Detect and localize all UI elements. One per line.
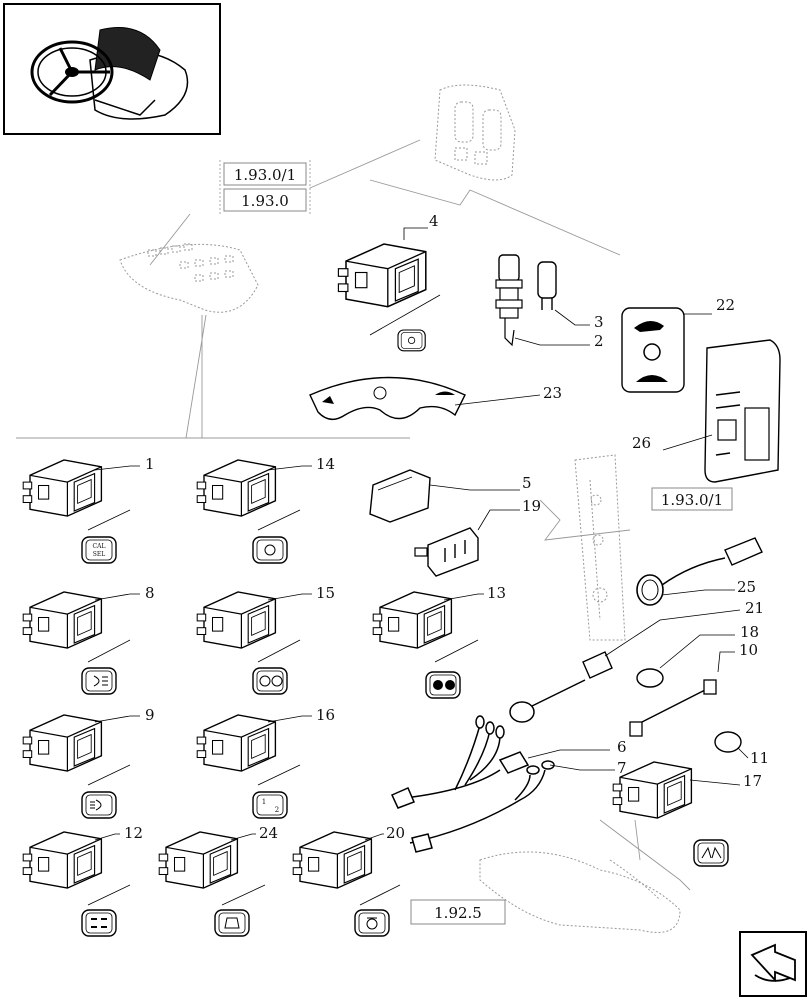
switch-item-14[interactable] bbox=[196, 459, 277, 517]
switch-item-4[interactable] bbox=[337, 243, 427, 308]
svg-text:1.92.5: 1.92.5 bbox=[434, 904, 482, 922]
ghost-panel-left bbox=[119, 243, 259, 313]
decal-item-14[interactable] bbox=[252, 536, 288, 564]
svg-text:CAL: CAL bbox=[93, 543, 106, 550]
thumbnail-frame bbox=[3, 3, 221, 135]
svg-text:1.93.0: 1.93.0 bbox=[241, 192, 289, 210]
decal-item-20[interactable] bbox=[354, 909, 390, 937]
callout-9: 9 bbox=[145, 706, 155, 724]
switch-item-12[interactable] bbox=[22, 831, 103, 889]
ref-box-right[interactable]: 1.93.0/1 bbox=[651, 487, 733, 511]
callout-21: 21 bbox=[745, 599, 764, 617]
steering-wheel-cab-icon bbox=[30, 27, 189, 120]
plug-item-11[interactable] bbox=[714, 731, 742, 753]
cover-item-5[interactable] bbox=[369, 469, 431, 523]
bulb-holder-item-3[interactable] bbox=[537, 261, 557, 310]
decal-item-8[interactable] bbox=[81, 667, 117, 695]
callout-19: 19 bbox=[522, 497, 541, 515]
callout-25: 25 bbox=[737, 578, 756, 596]
callout-7: 7 bbox=[617, 759, 627, 777]
symbol-plate-item-22[interactable] bbox=[621, 307, 685, 393]
svg-text:1.93.0/1: 1.93.0/1 bbox=[234, 166, 296, 184]
svg-text:SEL: SEL bbox=[93, 551, 105, 558]
ghost-pillar-right bbox=[574, 454, 626, 641]
callout-20: 20 bbox=[386, 824, 405, 842]
callout-13: 13 bbox=[487, 584, 506, 602]
callout-17: 17 bbox=[743, 772, 762, 790]
callout-15: 15 bbox=[316, 584, 335, 602]
next-page-arrow-icon[interactable] bbox=[739, 931, 807, 997]
decal-item-13[interactable] bbox=[425, 671, 461, 699]
callout-2: 2 bbox=[594, 332, 604, 350]
decal-item-15[interactable] bbox=[252, 667, 288, 695]
switch-item-1[interactable] bbox=[22, 459, 103, 517]
ref-box-bottom[interactable]: 1.92.5 bbox=[410, 899, 506, 925]
ghost-console-bottom bbox=[479, 851, 681, 933]
wire-item-10[interactable] bbox=[629, 679, 717, 737]
callout-16: 16 bbox=[316, 706, 335, 724]
switch-item-20[interactable] bbox=[292, 831, 373, 889]
callout-6: 6 bbox=[617, 738, 627, 756]
decal-item-16[interactable]: 1 2 bbox=[252, 791, 288, 819]
ref-box-top-a[interactable]: 1.93.0/1 bbox=[223, 162, 307, 186]
switch-item-13[interactable] bbox=[372, 591, 453, 649]
harness-item-6[interactable] bbox=[390, 715, 530, 809]
harness-item-21[interactable] bbox=[509, 651, 613, 723]
switch-item-24[interactable] bbox=[158, 831, 239, 889]
callout-1: 1 bbox=[145, 455, 155, 473]
lighter-item-25[interactable] bbox=[636, 537, 763, 606]
ghost-console-top bbox=[434, 84, 516, 181]
blank-plug-item-19[interactable] bbox=[414, 527, 479, 577]
callout-26: 26 bbox=[632, 434, 651, 452]
callout-14: 14 bbox=[316, 455, 335, 473]
leader-lines-grey bbox=[16, 139, 691, 891]
bezel-item-23[interactable] bbox=[309, 376, 466, 420]
decal-item-9[interactable] bbox=[81, 791, 117, 819]
callout-23: 23 bbox=[543, 384, 562, 402]
decal-item-4[interactable] bbox=[397, 329, 426, 352]
decal-item-1[interactable]: CAL SEL bbox=[81, 536, 117, 564]
svg-text:2: 2 bbox=[275, 806, 279, 814]
callout-4: 4 bbox=[429, 212, 439, 230]
callout-18: 18 bbox=[740, 623, 759, 641]
ignition-connector-item-2[interactable] bbox=[495, 254, 523, 347]
ref-box-top-b[interactable]: 1.93.0 bbox=[223, 188, 307, 212]
callout-22: 22 bbox=[716, 296, 735, 314]
switch-item-8[interactable] bbox=[22, 591, 103, 649]
harness-item-7[interactable] bbox=[409, 760, 555, 853]
decal-item-17[interactable] bbox=[693, 839, 729, 867]
callout-5: 5 bbox=[522, 474, 532, 492]
callout-10: 10 bbox=[739, 641, 758, 659]
callout-11: 11 bbox=[750, 749, 769, 767]
callout-24: 24 bbox=[259, 824, 278, 842]
callout-12: 12 bbox=[124, 824, 143, 842]
callout-3: 3 bbox=[594, 313, 604, 331]
side-panel-item-26[interactable] bbox=[704, 339, 781, 483]
switch-item-16[interactable] bbox=[196, 714, 277, 772]
callout-8: 8 bbox=[145, 584, 155, 602]
switch-item-9[interactable] bbox=[22, 714, 103, 772]
switch-item-15[interactable] bbox=[196, 591, 277, 649]
svg-text:1: 1 bbox=[262, 798, 266, 806]
decal-item-12[interactable] bbox=[81, 909, 117, 937]
svg-text:1.93.0/1: 1.93.0/1 bbox=[661, 491, 723, 509]
plug-item-18[interactable] bbox=[636, 668, 664, 688]
decal-item-24[interactable] bbox=[214, 909, 250, 937]
